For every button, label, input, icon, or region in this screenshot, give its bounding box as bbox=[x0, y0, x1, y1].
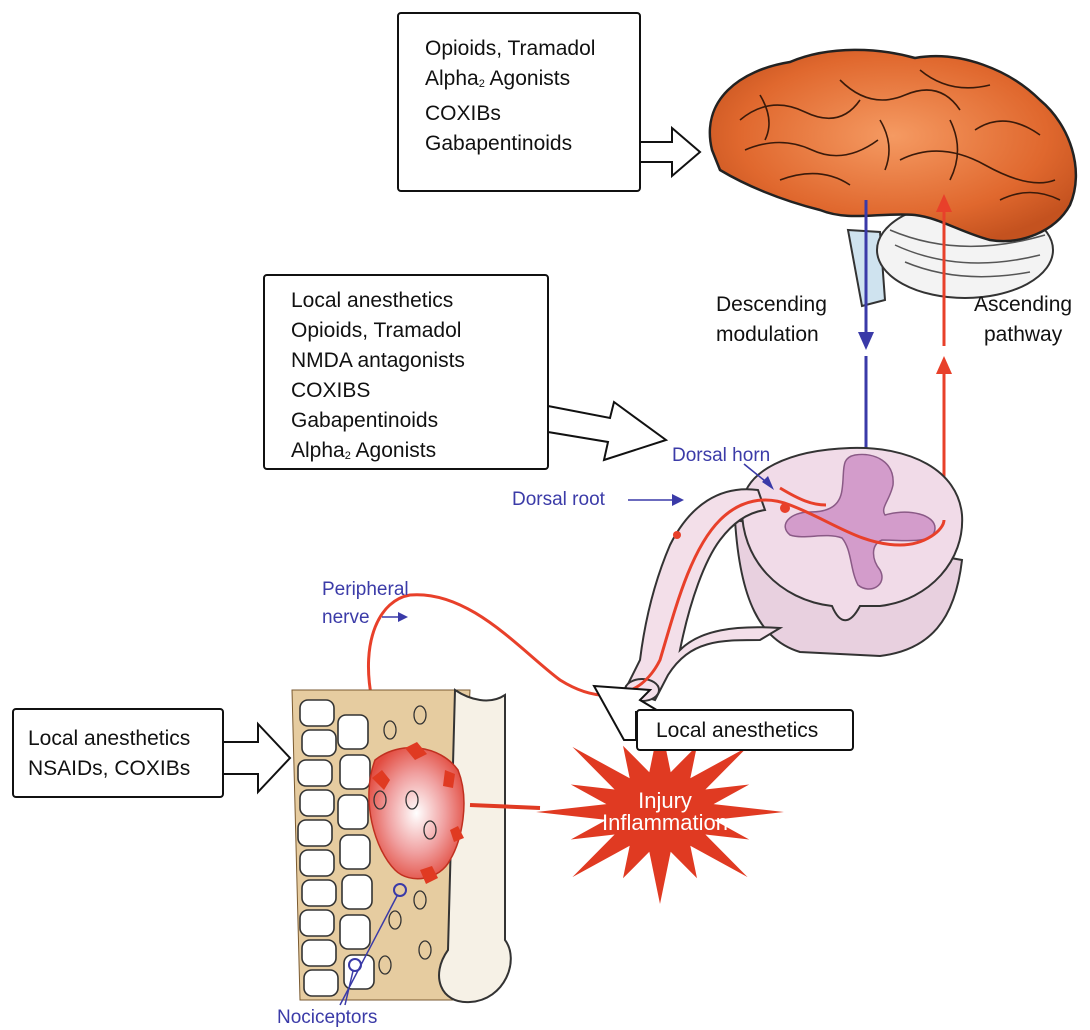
brain-drugs-box: Opioids, Tramadol Alpha2 Agonists COXIBs… bbox=[397, 12, 641, 192]
brain-drug-3: COXIBs bbox=[425, 99, 639, 129]
spinal-drug-4: COXIBS bbox=[291, 376, 547, 406]
ascending-label-line1: Ascending bbox=[974, 294, 1072, 315]
brain-drug-arrow bbox=[640, 128, 700, 176]
peripheral-drug-2: NSAIDs, COXIBs bbox=[28, 754, 222, 784]
injury-label-line2: Inflammation bbox=[575, 812, 755, 834]
spinal-drug-arrow bbox=[548, 402, 666, 460]
nerve-drugs-box: Local anesthetics bbox=[636, 709, 854, 751]
spinal-drug-2: Opioids, Tramadol bbox=[291, 316, 547, 346]
brain-drug-4: Gabapentinoids bbox=[425, 129, 639, 159]
ascending-label-line2: pathway bbox=[984, 324, 1062, 345]
peripheral-nerve-pointer bbox=[382, 612, 408, 622]
dorsal-root-pointer bbox=[628, 494, 684, 506]
peripheral-drugs-box: Local anesthetics NSAIDs, COXIBs bbox=[12, 708, 224, 798]
peripheral-drug-arrow bbox=[222, 724, 290, 792]
injury-label-line1: Injury bbox=[600, 790, 730, 812]
brain-drug-2: Alpha2 Agonists bbox=[425, 64, 639, 99]
cerebrum bbox=[710, 50, 1076, 241]
spinal-drug-3: NMDA antagonists bbox=[291, 346, 547, 376]
spinal-drugs-box: Local anesthetics Opioids, Tramadol NMDA… bbox=[263, 274, 549, 470]
descending-label-line2: modulation bbox=[716, 324, 819, 345]
brain-drug-1: Opioids, Tramadol bbox=[425, 34, 639, 64]
spinal-drug-1: Local anesthetics bbox=[291, 286, 547, 316]
peripheral-nerve-label-line2: nerve bbox=[322, 608, 370, 627]
spinal-cord-illustration bbox=[625, 448, 962, 701]
tissue-illustration bbox=[292, 690, 511, 1005]
spinal-drug-5: Gabapentinoids bbox=[291, 406, 547, 436]
nociceptors-label: Nociceptors bbox=[277, 1008, 377, 1027]
peripheral-nerve-label-line1: Peripheral bbox=[322, 580, 409, 599]
peripheral-drug-1: Local anesthetics bbox=[28, 724, 222, 754]
descending-label-line1: Descending bbox=[716, 294, 827, 315]
brain-illustration bbox=[710, 50, 1076, 306]
nerve-drug-1: Local anesthetics bbox=[656, 716, 852, 746]
dorsal-root-label: Dorsal root bbox=[512, 490, 605, 509]
dorsal-horn-label: Dorsal horn bbox=[672, 446, 770, 465]
spinal-drug-6: Alpha2 Agonists bbox=[291, 436, 547, 471]
